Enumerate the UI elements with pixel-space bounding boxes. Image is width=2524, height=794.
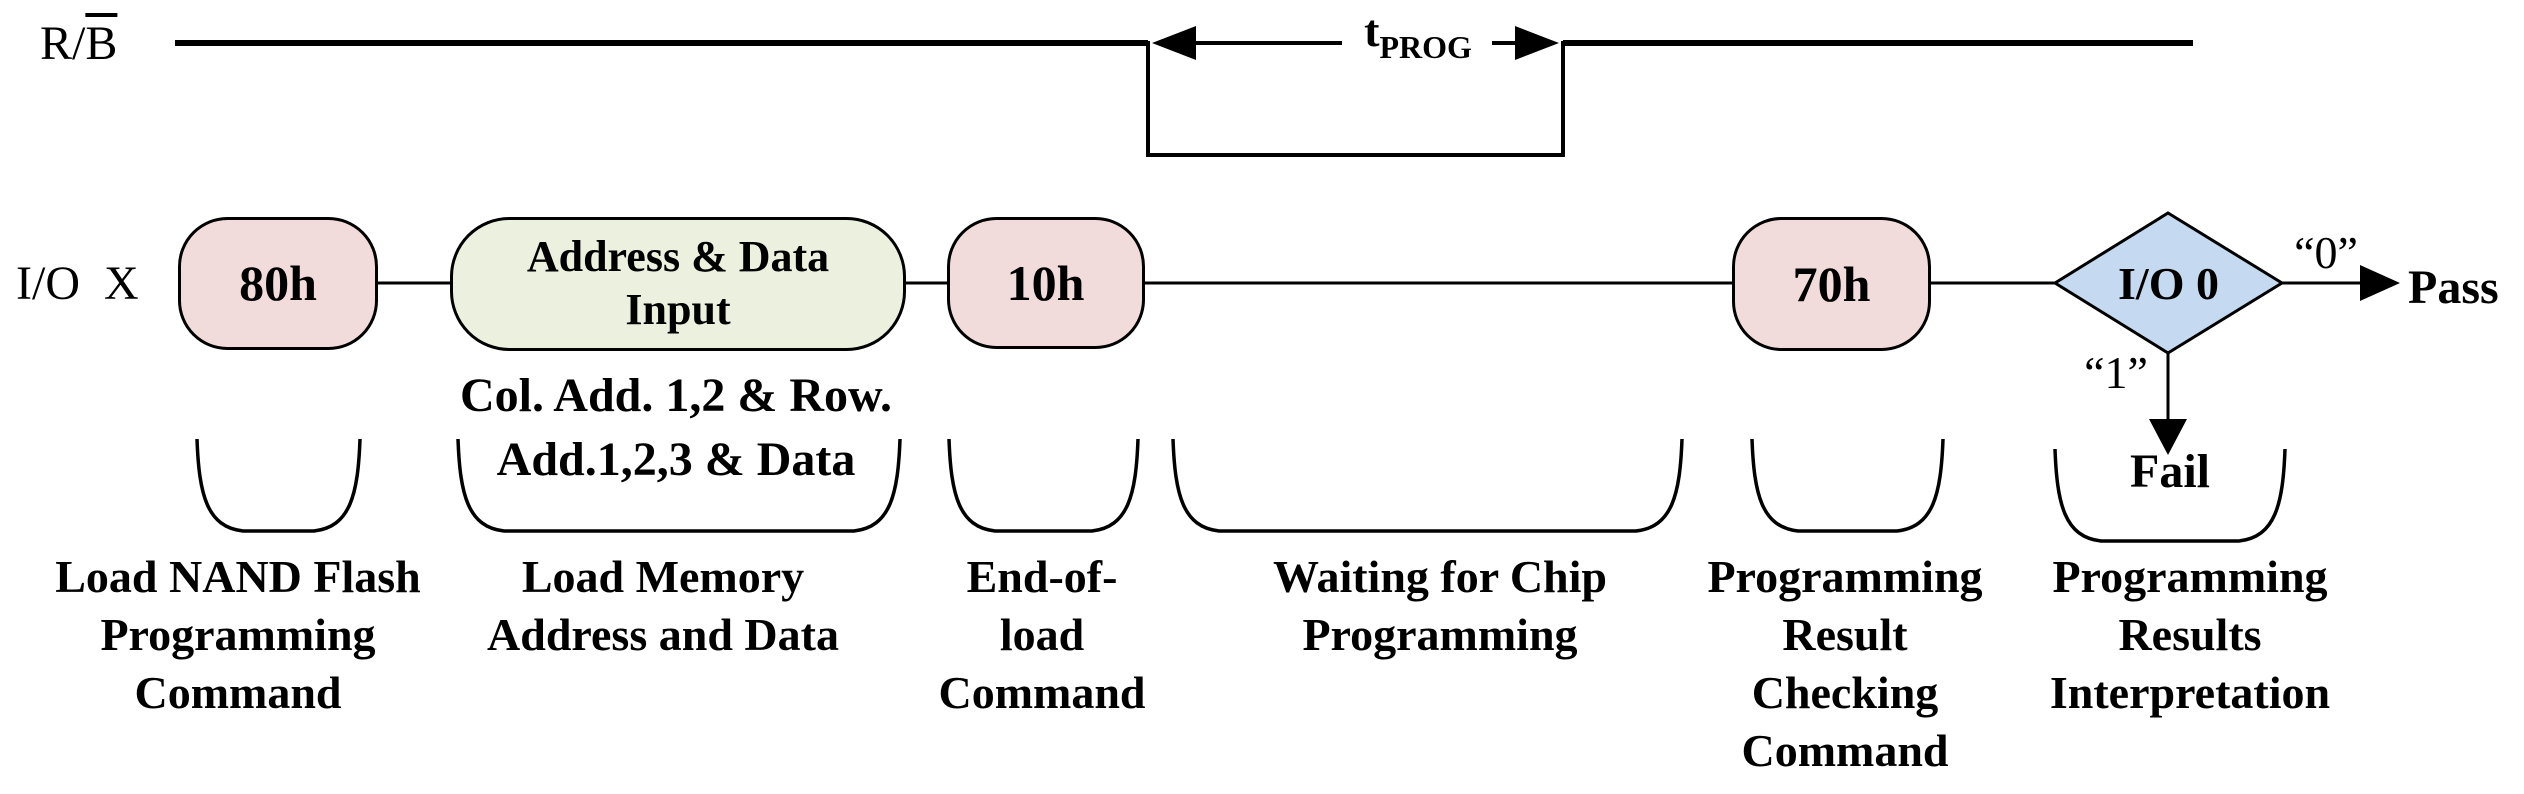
- rb-signal-label: R/B: [40, 16, 117, 71]
- caption-result-interpretation: Programming Results Interpretation: [2049, 551, 2331, 718]
- bracket-end-of-load: [947, 438, 1140, 533]
- tprog-right-arrowhead-icon: [1515, 26, 1559, 60]
- rb-busy-low-pulse: [1146, 41, 1565, 157]
- pass-arrowhead-icon: [2360, 265, 2400, 301]
- fail-label: Fail: [2130, 445, 2210, 498]
- tprog-annotation: tPROG: [1338, 4, 1498, 65]
- pass-label: Pass: [2408, 261, 2499, 314]
- caption-waiting: Waiting for Chip Programming: [1273, 551, 1607, 660]
- rb-label-prefix: R/: [40, 17, 86, 70]
- bracket-load-memory: [456, 438, 902, 533]
- box-70h: [1732, 217, 1931, 351]
- caption-load-nand-command: Load NAND Flash Programming Command: [55, 551, 421, 718]
- caption-load-memory: Load Memory Address and Data: [487, 551, 839, 660]
- rb-label-bar-letter: B: [85, 17, 118, 70]
- fail-arrowhead-icon: [2149, 419, 2187, 455]
- tprog-left-arrowhead-icon: [1152, 26, 1196, 60]
- bracket-waiting: [1171, 438, 1684, 533]
- decision-diamond: [2052, 211, 2285, 355]
- box-10h: [947, 217, 1145, 349]
- tprog-subscript: PROG: [1379, 29, 1472, 65]
- bracket-result-check: [1750, 438, 1945, 533]
- node-address-data-label: Address & Data Input: [526, 231, 830, 334]
- caption-result-checking: Programming Result Checking Command: [1707, 551, 1983, 776]
- branch-zero-label: “0”: [2294, 227, 2358, 278]
- io-signal-label: I/O X: [16, 257, 139, 310]
- node-10h-label: 10h: [1006, 254, 1085, 311]
- branch-one-label: “1”: [2084, 347, 2148, 398]
- bracket-result-interpretation: [2053, 448, 2287, 543]
- caption-end-of-load: End-of- load Command: [938, 551, 1146, 718]
- node-70h-label: 70h: [1792, 255, 1871, 312]
- box-80h: [178, 217, 378, 350]
- box-address-data-input: [450, 217, 906, 351]
- col-row-address-note: Col. Add. 1,2 & Row. Add.1,2,3 & Data: [459, 369, 893, 486]
- bracket-load-command: [195, 438, 362, 533]
- decision-label: I/O 0: [2118, 257, 2219, 309]
- node-80h-label: 80h: [239, 255, 317, 311]
- tprog-symbol: t: [1364, 5, 1380, 56]
